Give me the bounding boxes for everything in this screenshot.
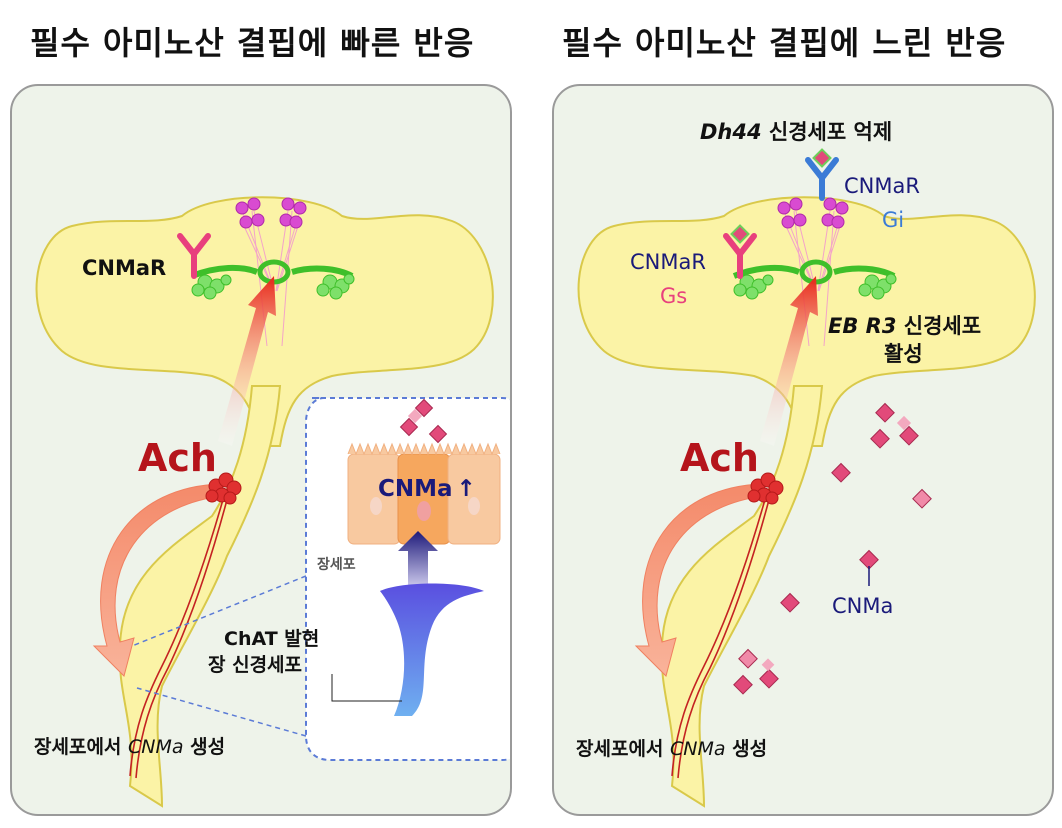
cnmar-gi-label: CNMaR — [844, 174, 920, 198]
gs-label: Gs — [660, 284, 688, 308]
right-bottom-label: 장세포에서 CNMa 생성 — [576, 738, 768, 760]
right-panel-title: 필수 아미노산 결핍에 느린 반응 — [562, 24, 1007, 62]
feedback-curve-arrow — [634, 483, 765, 677]
chat-neuron-label-line2: 장 신경세포 — [208, 654, 303, 676]
eb-ring-neurons — [190, 259, 355, 300]
ebr3-label: EB R3 신경세포 — [828, 314, 982, 338]
cnma-label: CNMa — [832, 594, 894, 618]
chat-neuron-label-line1: ChAT 발현 — [224, 628, 320, 650]
signal-arrow-up — [218, 276, 276, 446]
inset-cnma-label: CNMa↑ — [378, 476, 476, 502]
activation-label: 활성 — [884, 342, 923, 366]
enterocyte-label: 장세포 — [317, 557, 356, 573]
fast-response-panel: CNMaR Ach CNMa↑ 장세포 ChAT 발현 장 신경세포 장세포에서… — [10, 84, 512, 816]
secretion-arrow-up — [398, 531, 438, 596]
cnmar-gs-receptor-icon — [723, 233, 757, 279]
ach-vesicles — [747, 472, 784, 505]
left-panel-title: 필수 아미노산 결핍에 빠른 반응 — [30, 24, 475, 62]
cnmar-gs-label: CNMaR — [630, 250, 706, 274]
feedback-curve-arrow — [92, 483, 223, 677]
ach-label: Ach — [680, 436, 759, 480]
cnmar-label: CNMaR — [82, 256, 167, 280]
dh44-label: Dh44 신경세포 억제 — [700, 120, 893, 144]
gi-label: Gi — [882, 208, 905, 232]
gut-neuron — [380, 583, 484, 716]
cnma-peptides-inset — [399, 398, 448, 444]
left-bottom-label: 장세포에서 CNMa 생성 — [34, 736, 226, 758]
cnma-peptides-circulating — [733, 402, 932, 695]
ach-label: Ach — [138, 436, 217, 480]
fast-response-diagram — [35, 196, 510, 808]
eb-ring-neurons — [732, 259, 897, 300]
signal-arrow-up — [760, 276, 818, 446]
slow-response-diagram — [577, 148, 1036, 808]
enterocytes — [347, 442, 501, 545]
ach-vesicles — [205, 472, 242, 505]
cnmar-receptor-icon — [177, 233, 211, 279]
cnmar-gi-receptor-icon — [805, 157, 839, 201]
slow-response-panel: Dh44 신경세포 억제 CNMaR Gi CNMaR Gs EB R3 신경세… — [552, 84, 1054, 816]
